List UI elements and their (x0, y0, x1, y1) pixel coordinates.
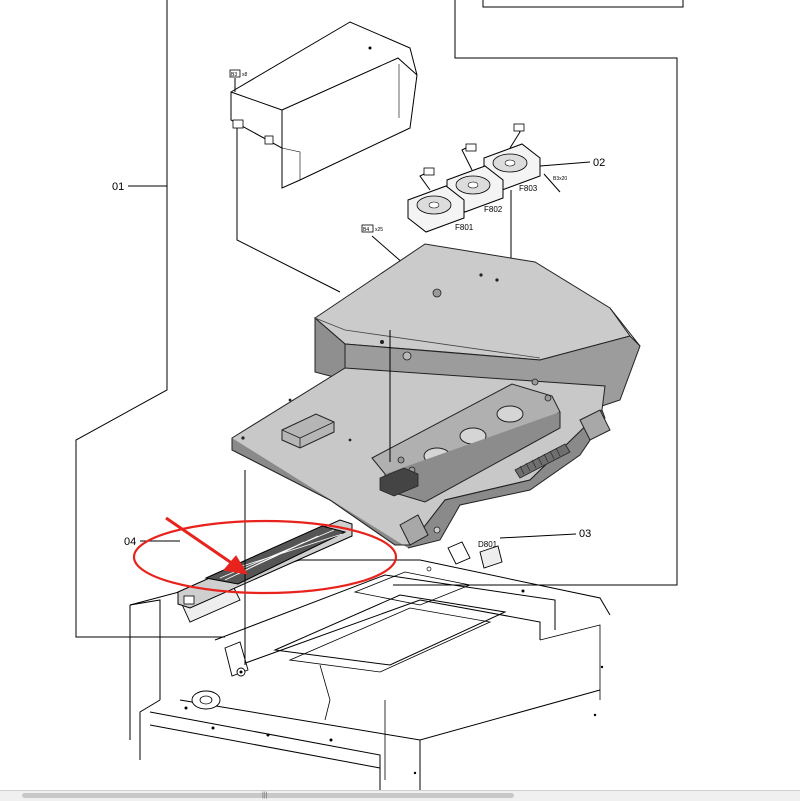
top-cover (230, 21, 418, 189)
callout-02-leader (539, 161, 591, 167)
scrollbar-grip-icon: ||| (262, 792, 268, 799)
horizontal-scrollbar[interactable]: ||| (0, 790, 800, 801)
label-f803: F803 (519, 184, 538, 193)
label-d801: D801 (478, 540, 498, 549)
screw-b3b-label: B3x20 (553, 176, 567, 182)
callout-03-leader (499, 533, 577, 539)
screw-b3-leader (236, 128, 341, 293)
group-01-bracket (75, 0, 225, 638)
group-frame (393, 0, 678, 586)
screw-b4-label: B4 (363, 227, 369, 233)
screw-tag-b3 (229, 69, 241, 78)
highlight-ellipse (132, 519, 398, 595)
screw-b3-qty: x8 (242, 72, 248, 78)
screw-tag-b4 (361, 224, 374, 233)
callout-03: 03 (579, 528, 591, 540)
callout-01: 01 (112, 181, 124, 193)
label-f802: F802 (484, 205, 503, 214)
scrollbar-thumb[interactable] (22, 793, 514, 798)
screw-b4-qty: x25 (375, 227, 383, 233)
highlight-arrow (165, 516, 249, 575)
filter-unit-04 (177, 519, 353, 609)
callout-02: 02 (593, 157, 605, 169)
screw-b3-label: B3 (231, 72, 237, 78)
title-box (482, 0, 684, 8)
fan-bracket (371, 378, 611, 546)
lower-chassis (129, 559, 611, 800)
fan-f801 (407, 167, 465, 233)
callout-04: 04 (124, 536, 136, 548)
sensor-d801 (447, 541, 503, 569)
label-f801: F801 (455, 223, 474, 232)
